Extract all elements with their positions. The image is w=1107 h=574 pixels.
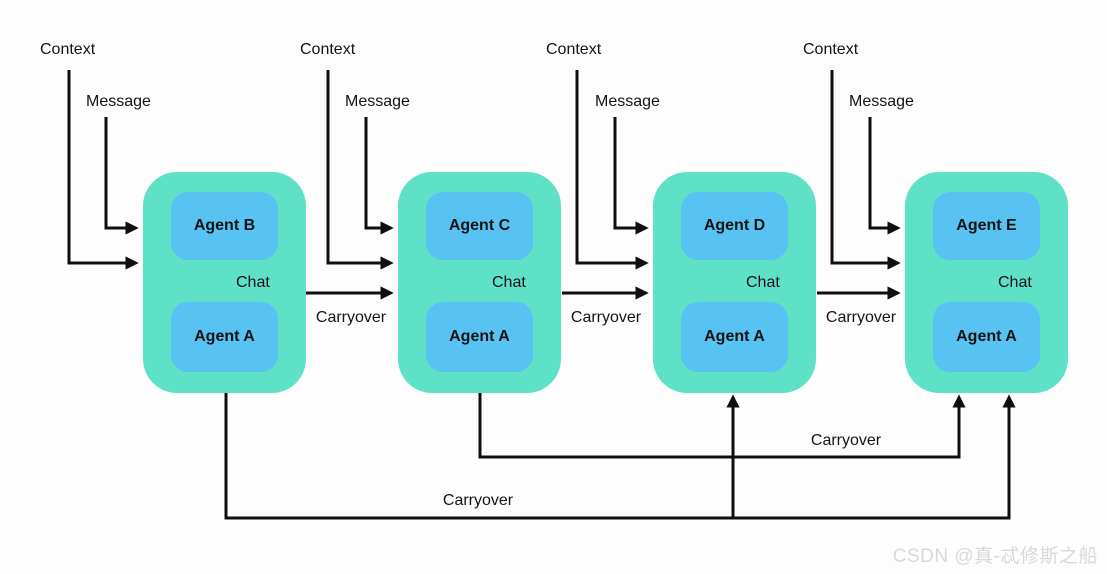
agent-box-top: Agent D <box>681 192 788 260</box>
message-arrow-group2 <box>364 117 394 235</box>
message-arrow-group3 <box>613 117 649 235</box>
context-label-2: Context <box>300 41 356 58</box>
agent-box-bottom: Agent A <box>171 302 278 372</box>
carryover-label-g1-g4: Carryover <box>442 492 514 509</box>
carryover-label-g3-g4: Carryover <box>825 309 897 326</box>
carryover-label-g2-g4: Carryover <box>810 432 882 449</box>
carryover-label-g1-g2: Carryover <box>315 309 387 326</box>
message-arrow-group1 <box>104 117 139 235</box>
agent-box-bottom: Agent A <box>426 302 533 372</box>
message-arrow-group4 <box>868 117 901 235</box>
agent-box-top: Agent B <box>171 192 278 260</box>
message-label-1: Message <box>86 93 151 110</box>
chat-label-1: Chat <box>236 274 270 291</box>
chat-label-4: Chat <box>998 274 1032 291</box>
agent-box-bottom: Agent A <box>681 302 788 372</box>
context-label-3: Context <box>546 41 602 58</box>
context-label-1: Context <box>40 41 96 58</box>
agent-box-top: Agent E <box>933 192 1040 260</box>
carryover-route-g1-g4 <box>224 393 1016 520</box>
carryover-route-g2-g4 <box>478 393 966 459</box>
chat-group-3: Agent D Agent A <box>653 172 816 393</box>
context-arrow-group1 <box>67 70 139 270</box>
context-label-4: Context <box>803 41 859 58</box>
agent-box-bottom: Agent A <box>933 302 1040 372</box>
chat-label-3: Chat <box>746 274 780 291</box>
chat-group-2: Agent C Agent A <box>398 172 561 393</box>
chat-label-2: Chat <box>492 274 526 291</box>
context-arrow-group2 <box>326 70 394 270</box>
csdn-watermark: CSDN @真-忒修斯之船 <box>892 546 1098 567</box>
chat-group-4: Agent E Agent A <box>905 172 1068 393</box>
message-label-2: Message <box>345 93 410 110</box>
carryover-label-g2-g3: Carryover <box>570 309 642 326</box>
message-label-4: Message <box>849 93 914 110</box>
context-arrow-group4 <box>830 70 901 270</box>
chat-group-1: Agent B Agent A <box>143 172 306 393</box>
message-label-3: Message <box>595 93 660 110</box>
agent-box-top: Agent C <box>426 192 533 260</box>
context-arrow-group3 <box>575 70 649 270</box>
